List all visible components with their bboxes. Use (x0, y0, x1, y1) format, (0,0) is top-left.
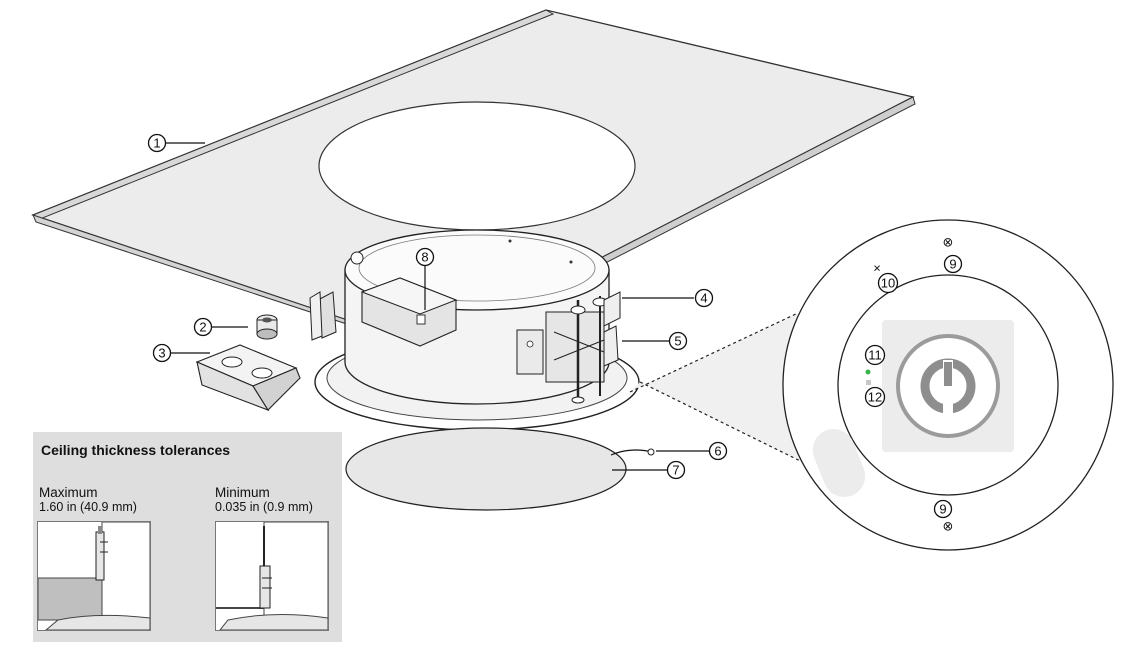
callout-8: 8 (415, 247, 435, 267)
front-detail-view: ⊗ ⊗ × (782, 219, 1114, 551)
cable-gland (256, 314, 278, 340)
callout-9-bottom: 9 (933, 499, 953, 519)
svg-text:1: 1 (153, 136, 160, 151)
ceiling-thickness-panel: Ceiling thickness tolerances Maximum 1.6… (33, 432, 342, 642)
callout-10: 10 (877, 272, 899, 294)
speaker-assembly (309, 229, 640, 431)
mounting-clamp (545, 311, 605, 383)
svg-text:6: 6 (714, 444, 721, 459)
minimum-value: 0.035 in (0.9 mm) (215, 500, 313, 514)
terminal-cover (195, 344, 301, 412)
maximum-column: Maximum 1.60 in (40.9 mm) (39, 485, 137, 515)
svg-text:12: 12 (868, 390, 882, 405)
svg-text:9: 9 (949, 257, 956, 272)
minimum-column: Minimum 0.035 in (0.9 mm) (215, 485, 313, 515)
maximum-label: Maximum (39, 485, 98, 500)
svg-text:8: 8 (421, 250, 428, 265)
callout-5: 5 (668, 331, 688, 351)
minimum-thickness-illustration (215, 521, 329, 631)
ceiling-cutout (318, 101, 636, 231)
callout-1: 1 (147, 133, 167, 153)
callout-12: 12 (864, 386, 886, 408)
svg-text:⊗: ⊗ (943, 519, 954, 534)
callout-7: 7 (666, 460, 686, 480)
panel-title: Ceiling thickness tolerances (41, 442, 231, 458)
svg-text:×: × (873, 261, 881, 276)
callout-4: 4 (694, 288, 714, 308)
svg-text:⊗: ⊗ (943, 235, 954, 250)
maximum-thickness-illustration (37, 521, 151, 631)
callout-9-top: 9 (943, 254, 963, 274)
callout-2: 2 (193, 317, 213, 337)
callout-11: 11 (864, 344, 886, 366)
svg-text:2: 2 (199, 320, 206, 335)
leader-lines (166, 142, 709, 471)
status-led-gray (866, 380, 871, 385)
callout-6: 6 (708, 441, 728, 461)
status-led-green (865, 369, 871, 375)
svg-text:7: 7 (672, 463, 679, 478)
minimum-label: Minimum (215, 485, 270, 500)
grille (345, 427, 627, 511)
svg-text:4: 4 (700, 291, 707, 306)
ceiling-tile (31, 9, 916, 353)
callout-3: 3 (152, 343, 172, 363)
maximum-value: 1.60 in (40.9 mm) (39, 500, 137, 514)
sensor-window (812, 429, 866, 497)
svg-text:11: 11 (868, 348, 882, 363)
svg-text:10: 10 (881, 276, 895, 291)
svg-text:9: 9 (939, 502, 946, 517)
mounting-dog-ear (516, 329, 544, 375)
svg-text:5: 5 (674, 334, 681, 349)
conduit-knockout (416, 314, 426, 325)
svg-text:3: 3 (158, 346, 165, 361)
